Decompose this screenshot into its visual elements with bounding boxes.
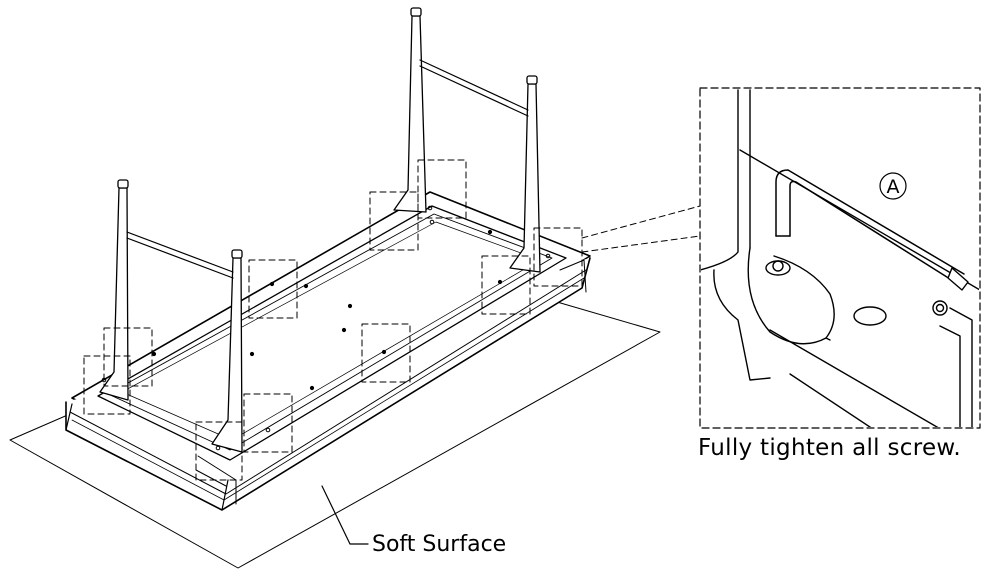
leg-front-left bbox=[99, 179, 129, 401]
leg-back-right bbox=[509, 75, 541, 273]
detail-leader-lines bbox=[581, 205, 701, 253]
soft-surface-label: Soft Surface bbox=[372, 532, 507, 557]
part-marker-label: A bbox=[887, 176, 900, 198]
leg-front-right bbox=[211, 249, 243, 453]
stretcher-bars bbox=[126, 59, 529, 279]
screw-location-markers bbox=[83, 159, 583, 481]
leg-back-left bbox=[393, 7, 427, 213]
part-marker-circle bbox=[879, 172, 907, 200]
instruction-caption: Fully tighten all screw. bbox=[698, 435, 962, 461]
surface-leader-line bbox=[321, 485, 369, 545]
detail-view bbox=[699, 87, 981, 429]
